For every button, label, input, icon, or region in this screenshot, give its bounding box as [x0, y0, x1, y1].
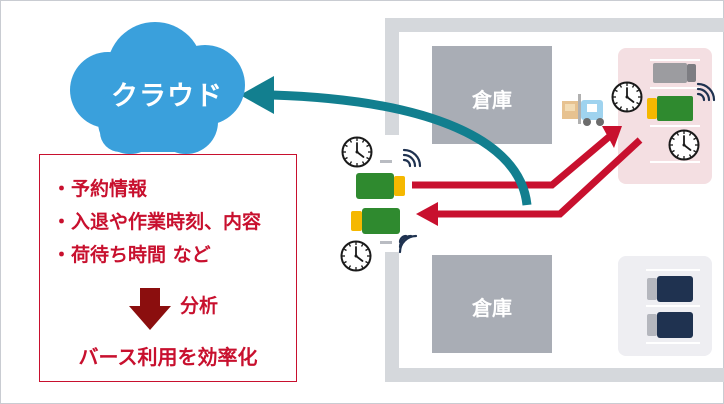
warehouse-bottom — [432, 255, 552, 353]
cloud-icon — [70, 22, 245, 154]
cloud-upload-arrow-head — [240, 76, 274, 114]
site-boundary-bottom — [385, 252, 724, 382]
analysis-label: 分析 — [180, 295, 219, 317]
info-panel: ・予約情報 ・入退や作業時刻、内容 ・荷待ち時間 など 分析 バース利用を効率化 — [39, 154, 297, 382]
outbound-arrow-head — [416, 202, 438, 226]
inbound-arrow-head — [602, 126, 622, 148]
inbound-flow-arrow — [412, 133, 613, 189]
list-item: ・荷待ち時間 など — [52, 244, 211, 266]
forklift-icon — [562, 94, 604, 126]
data-items-list: ・予約情報 ・入退や作業時刻、内容 ・荷待ち時間 など — [52, 173, 261, 272]
cloud-upload-arrow — [271, 90, 532, 206]
gate-marker — [380, 160, 392, 163]
down-arrow-icon — [129, 288, 171, 330]
warehouse-label-top: 倉庫 — [472, 88, 512, 112]
truck-icon-parked-navy-2 — [647, 312, 693, 338]
truck-icon-parked-navy-1 — [647, 276, 693, 302]
site-boundary-top — [385, 18, 724, 135]
gate-marker — [380, 241, 392, 244]
clock-icon — [341, 136, 373, 168]
truck-icon-incoming — [356, 173, 405, 199]
berth-lines-busy — [650, 59, 700, 163]
wireless-signal-icon — [402, 148, 422, 168]
truck-icon-parked-green — [647, 96, 693, 121]
wireless-signal-icon — [398, 234, 418, 254]
cloud-label: クラウド — [111, 81, 223, 112]
truck-icon-parked-gray — [653, 63, 696, 83]
result-label: バース利用を効率化 — [78, 345, 258, 369]
berth-lines-free — [646, 269, 700, 344]
warehouse-label-bottom: 倉庫 — [472, 296, 512, 320]
clock-icon — [340, 240, 372, 272]
truck-icon-outgoing — [351, 208, 400, 234]
list-item: ・入退や作業時刻、内容 — [52, 211, 262, 233]
clock-icon — [611, 81, 643, 113]
list-item: ・予約情報 — [52, 178, 148, 200]
clock-icon — [668, 129, 700, 161]
wireless-signal-icon — [696, 82, 716, 102]
outbound-flow-arrow — [432, 137, 643, 218]
